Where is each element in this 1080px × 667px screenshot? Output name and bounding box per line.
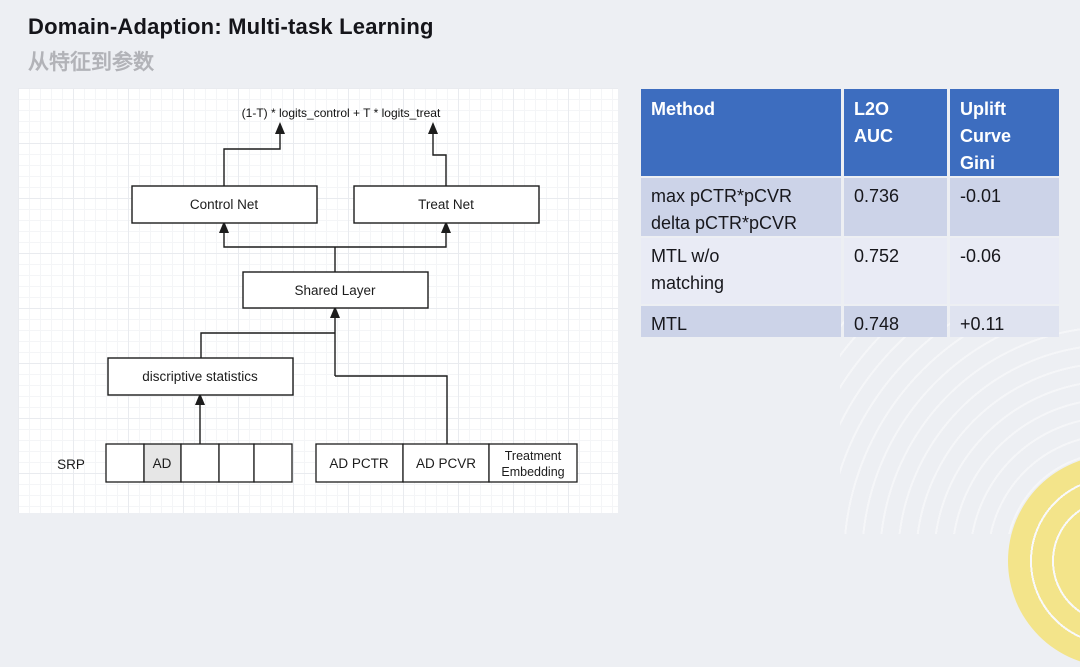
table-row-uplift-gini: -0.01: [950, 178, 1059, 236]
header-uplift-curve-gini: Uplift Curve Gini: [950, 89, 1059, 176]
architecture-diagram: (1-T) * logits_control + T * logits_trea…: [57, 106, 578, 483]
control-net-label: Control Net: [190, 197, 259, 212]
srp-label: SRP: [57, 457, 85, 472]
connector-lines: [199, 132, 448, 444]
descriptive-statistics-node: discriptive statistics: [107, 357, 294, 396]
table-row-l2o-auc: 0.752: [844, 238, 947, 304]
table-row-uplift-gini: -0.06: [950, 238, 1059, 304]
results-table: Method L2O AUC Uplift Curve Gini max pCT…: [641, 89, 1059, 337]
control-net-node: Control Net: [131, 185, 318, 224]
slide-title: Domain-Adaption: Multi-task Learning: [28, 14, 434, 39]
ad-pctr-label: AD PCTR: [329, 456, 389, 471]
table-row-l2o-auc: 0.736: [844, 178, 947, 236]
treatment-embedding-label-line2: Embedding: [501, 465, 564, 479]
treatment-embedding-label-line1: Treatment: [505, 449, 562, 463]
table-row-method: max pCTR*pCVR delta pCTR*pCVR: [641, 178, 841, 236]
table-row-method: MTL: [641, 306, 841, 337]
treat-net-node: Treat Net: [353, 185, 540, 224]
table-row-l2o-auc: 0.748: [844, 306, 947, 337]
table-row-method: MTL w/o matching: [641, 238, 841, 304]
arrowheads: [195, 122, 451, 405]
descriptive-statistics-label: discriptive statistics: [142, 369, 258, 384]
srp-feature-strip: AD: [105, 443, 293, 483]
output-formula: (1-T) * logits_control + T * logits_trea…: [242, 106, 441, 120]
diagram-panel: (1-T) * logits_control + T * logits_trea…: [18, 88, 618, 513]
ad-pcvr-label: AD PCVR: [416, 456, 476, 471]
header-method: Method: [641, 89, 841, 176]
input-embedding-strip: AD PCTR AD PCVR Treatment Embedding: [315, 443, 578, 483]
table-row-uplift-gini: +0.11: [950, 306, 1059, 337]
ad-cell-label: AD: [153, 456, 172, 471]
slide-subtitle: 从特征到参数: [28, 51, 154, 74]
shared-layer-label: Shared Layer: [294, 283, 376, 298]
treat-net-label: Treat Net: [418, 197, 474, 212]
header-l2o-auc: L2O AUC: [844, 89, 947, 176]
shared-layer-node: Shared Layer: [242, 271, 429, 309]
